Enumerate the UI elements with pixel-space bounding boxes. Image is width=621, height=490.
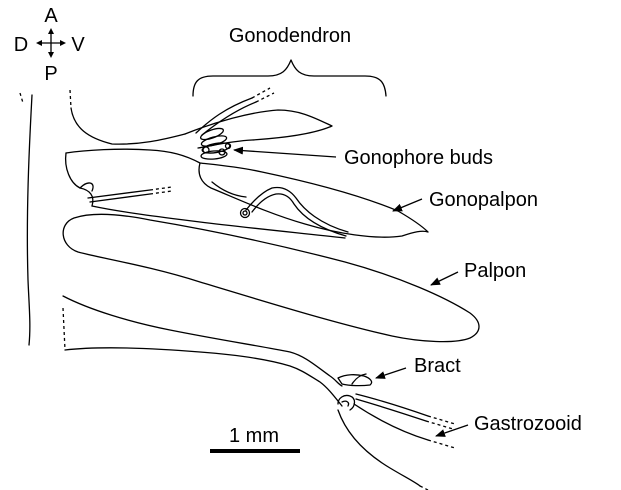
gonophore-buds-label: Gonophore buds	[344, 147, 493, 169]
compass-posterior-label: P	[44, 63, 57, 85]
gonopalpon-leader	[393, 199, 422, 211]
bract-label: Bract	[414, 355, 461, 377]
palpon-leader	[431, 272, 458, 285]
scale-bar-label: 1 mm	[229, 425, 279, 447]
scale-bar: 1 mm	[210, 425, 300, 451]
bract-leader	[376, 368, 406, 378]
compass-ventral-label: V	[71, 34, 85, 56]
compass-arrows-icon	[36, 28, 66, 58]
gonophore-buds-leader	[234, 150, 336, 157]
upper-gonopalpon	[185, 110, 332, 148]
lower-body	[63, 296, 342, 406]
bract	[338, 374, 372, 386]
gonodendron-brace	[193, 60, 386, 96]
palpon-label: Palpon	[464, 260, 526, 282]
stem	[20, 90, 185, 350]
gastrozooid-leader	[436, 425, 468, 436]
palpon	[63, 214, 479, 341]
orientation-compass: A P D V	[14, 5, 86, 85]
gonophore-buds	[199, 126, 230, 160]
gonopalpon-label: Gonopalpon	[429, 189, 538, 211]
cormidium-body	[66, 149, 345, 238]
compass-anterior-label: A	[44, 5, 58, 27]
gastrozooid-label: Gastrozooid	[474, 413, 582, 435]
compass-dorsal-label: D	[14, 34, 28, 56]
gastrozooid	[338, 394, 455, 490]
gonodendron-label: Gonodendron	[229, 25, 351, 47]
